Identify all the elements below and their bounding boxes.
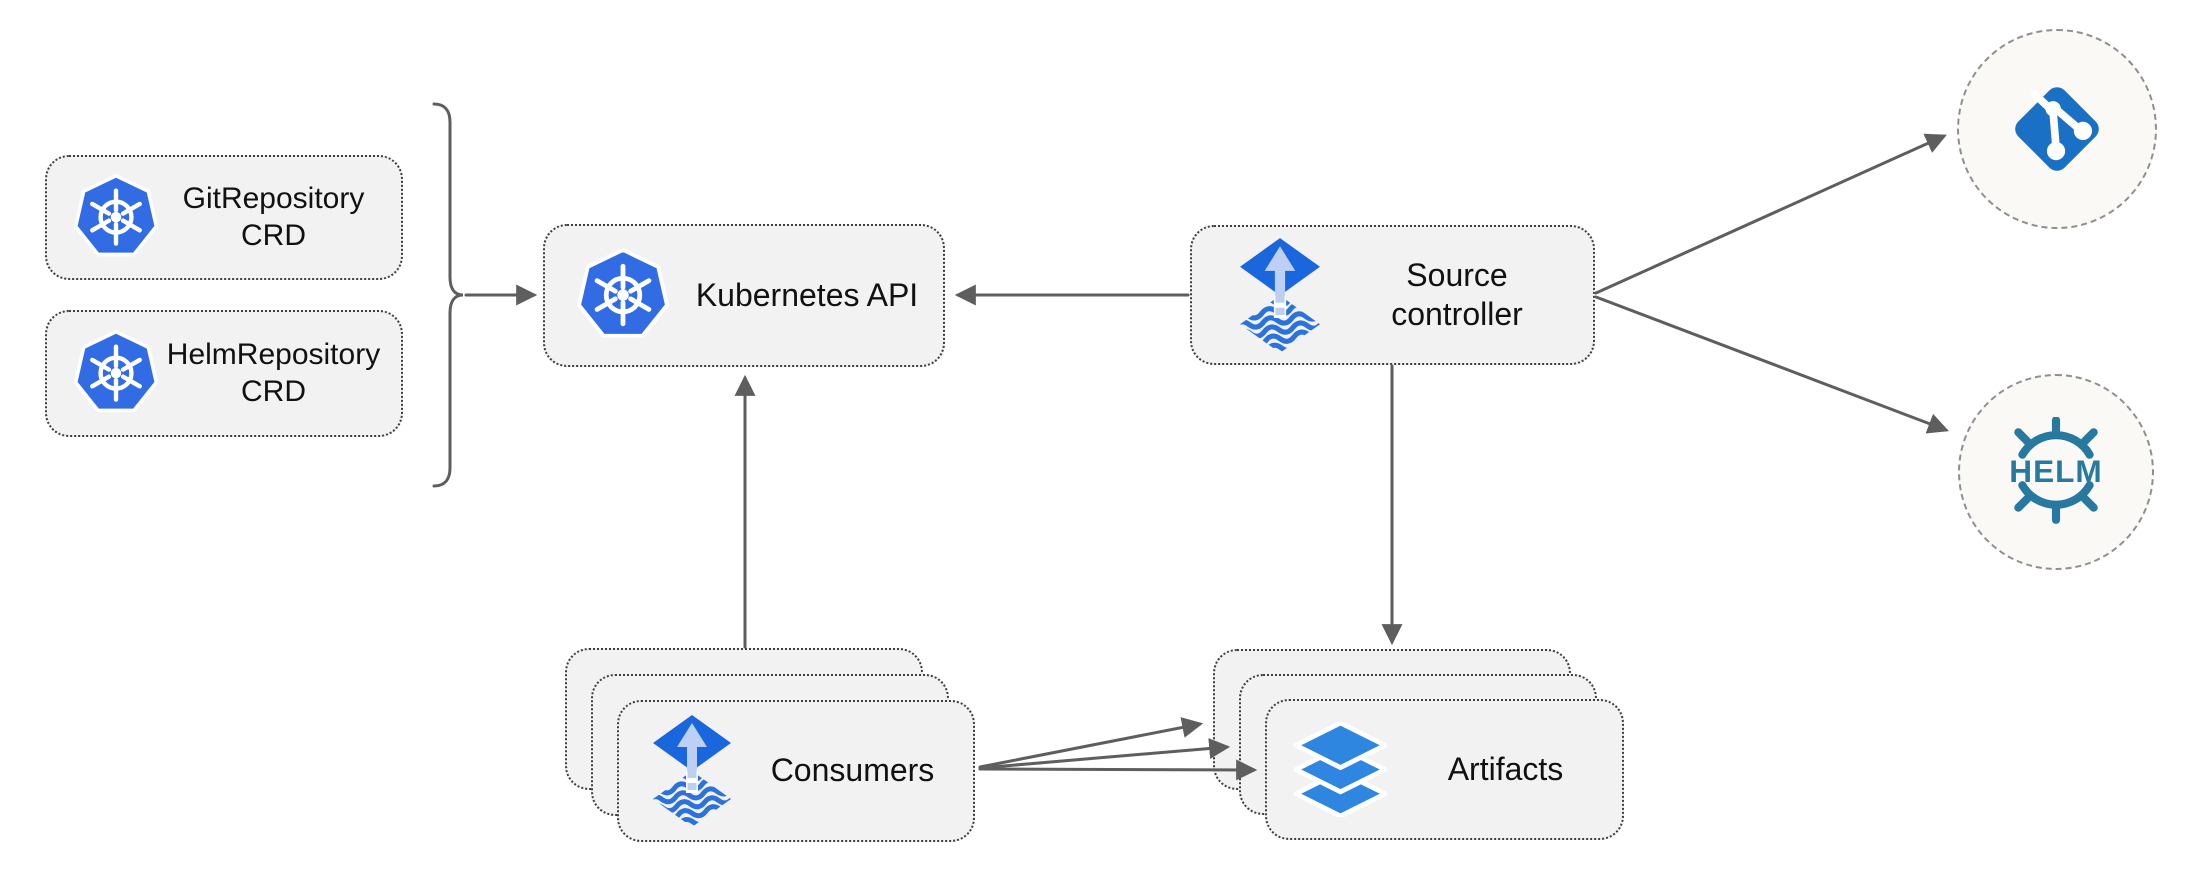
node-label: Source controller: [1321, 256, 1593, 334]
label-line: GitRepository: [182, 181, 365, 215]
node-gitrepository-crd: GitRepository CRD: [45, 155, 403, 280]
label-line: Source: [1406, 256, 1508, 293]
node-helm-endpoint: HELM: [1958, 374, 2154, 570]
node-helmrepository-crd: HelmRepository CRD: [45, 310, 403, 437]
label-line: HelmRepository: [166, 337, 381, 371]
node-source-controller: Source controller: [1190, 225, 1595, 365]
label-line: controller: [1391, 296, 1523, 332]
flux-icon: [1239, 237, 1321, 353]
node-consumers: Consumers: [617, 700, 975, 842]
kubernetes-icon: [72, 172, 160, 264]
edge-source-controller-to-helm: [1594, 295, 1949, 434]
git-icon: [2009, 79, 2105, 179]
crd-group-bracket: [432, 102, 464, 488]
node-label: Consumers: [770, 752, 935, 789]
helm-icon: HELM: [2000, 417, 2112, 527]
layers-icon: [1292, 722, 1389, 817]
helm-logo-text: HELM: [2009, 453, 2102, 489]
kubernetes-icon: [575, 246, 671, 346]
edge-source-controller-to-git: [1594, 133, 1947, 295]
node-kubernetes-api: Kubernetes API: [543, 224, 945, 367]
node-label: HelmRepository CRD: [160, 337, 387, 410]
label-line: CRD: [241, 218, 306, 252]
edge-consumers-to-artifacts-1: [978, 717, 1204, 769]
node-artifacts-stack: Artifacts: [1213, 649, 1626, 842]
node-consumers-stack: Consumers: [565, 648, 977, 844]
node-label: Kubernetes API: [695, 276, 919, 313]
label-line: CRD: [241, 374, 306, 408]
edge-consumers-to-artifacts-2: [978, 738, 1231, 770]
node-label: GitRepository CRD: [160, 181, 387, 254]
flux-icon: [652, 715, 732, 827]
node-artifacts: Artifacts: [1265, 699, 1624, 840]
kubernetes-icon: [72, 328, 160, 420]
node-git-endpoint: [1957, 29, 2157, 229]
node-label: Artifacts: [1447, 750, 1564, 787]
